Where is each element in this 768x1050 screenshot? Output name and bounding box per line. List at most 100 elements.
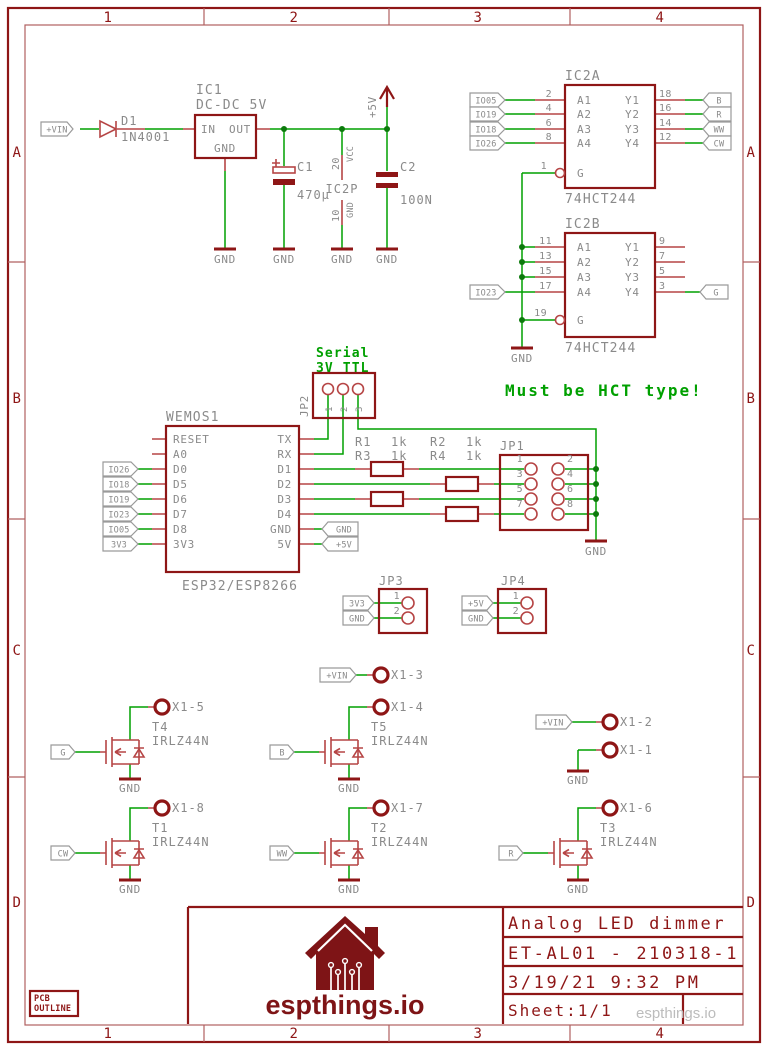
x1-4-label: X1-4 — [391, 700, 424, 714]
logo-trace-dot — [341, 957, 349, 965]
ic2a-pin-number: 2 — [546, 89, 552, 100]
ic1-value: DC-DC 5V — [196, 98, 267, 113]
jp1-body — [498, 453, 590, 532]
jp2-pin-number: 3 — [355, 406, 365, 412]
ic2b-pin-number: 7 — [659, 251, 665, 262]
jp1-pin-number: 6 — [567, 484, 573, 495]
io18-net-flag — [102, 476, 139, 492]
jp3-flag-label: 3V3 — [349, 600, 365, 610]
vin-net-flag — [535, 714, 573, 730]
gnd-label: GND — [585, 545, 607, 558]
gnd-net-flag — [461, 610, 494, 626]
title-block-docnumber: ET-AL01 - 210318-1 — [508, 944, 739, 964]
r2-value: 1k — [466, 435, 482, 449]
jp1-pin-number: 2 — [567, 454, 573, 465]
r3-value: 1k — [391, 449, 407, 463]
esp-flag-label: 3V3 — [111, 541, 127, 551]
ic2a-pin-name: A1 — [577, 94, 592, 107]
mosfet-t3: R X1-6 T3 IRLZ44N GND — [498, 799, 657, 896]
mosfet-t5: B X1-4 T5 IRLZ44N GND — [269, 698, 428, 795]
vin-flag-label: +VIN — [326, 672, 347, 682]
jp4-flag-label: +5V — [468, 600, 484, 610]
c2-value: 100N — [400, 193, 433, 207]
io19-net-flag — [469, 106, 506, 122]
serial-note-line1: Serial — [316, 346, 370, 361]
r3-body — [369, 490, 405, 508]
esp-pin-name: D6 — [173, 493, 188, 506]
plus5v-supply-label: +5V — [366, 96, 379, 118]
jp3-body — [377, 587, 429, 635]
ic2b-pin-number: 3 — [659, 281, 665, 292]
ic2p-vcc-pin-number: 20 — [331, 157, 342, 170]
x1-power-pads: +VIN X1-3 +VIN X1-2 X1-1 GND — [319, 666, 652, 787]
logo-circuit-traces — [330, 964, 360, 990]
ic2b-pin-name: A4 — [577, 286, 592, 299]
frame-row-label: B — [13, 391, 22, 407]
x1-1-pad — [601, 741, 619, 759]
gnd-net-flag — [321, 521, 359, 537]
io05-net-flag — [102, 521, 139, 537]
jp3-pin-number: 2 — [394, 606, 400, 617]
cw-flag-label: CW — [714, 140, 725, 150]
frame-row-label: A — [747, 145, 756, 161]
jp3-flag-label: GND — [349, 615, 365, 625]
frame-col-label: 1 — [104, 10, 113, 26]
ic2b-pin-number: 15 — [539, 266, 552, 277]
gnd-label: GND — [567, 774, 589, 787]
g-flag-label: G — [713, 289, 718, 299]
jp3-pad-1 — [401, 596, 415, 610]
title-block-lines — [186, 905, 743, 1024]
io19-net-flag — [102, 491, 139, 507]
cw-net-flag — [702, 135, 732, 151]
jp4-ref: JP4 — [501, 574, 526, 588]
logo-trace-dot — [348, 968, 356, 976]
c1-value: 470µ — [297, 188, 330, 202]
plus5v-supply-arrow — [379, 84, 395, 107]
red-pin-stubs — [100, 99, 685, 854]
cap-c1-symbol — [272, 159, 296, 185]
jp2-pin-number: 1 — [325, 406, 335, 412]
pcb-outline-note: PCB OUTLINE — [28, 989, 80, 1018]
jp2-pad-1 — [321, 382, 335, 396]
jp3-pin-number: 1 — [394, 591, 400, 602]
frame-col-label: 4 — [656, 1026, 665, 1042]
pcb-outline-line1: PCB — [34, 994, 50, 1004]
junction-dots — [281, 126, 599, 517]
frame-row-label: D — [747, 895, 756, 911]
frame-col-label: 2 — [290, 1026, 299, 1042]
esp-flag-label: IO18 — [108, 481, 129, 491]
green-net-wires — [75, 99, 703, 880]
ic2a-pin-name: A2 — [577, 108, 592, 121]
ic2a-pin-number: 14 — [659, 118, 672, 129]
t4-ref: T4 — [152, 720, 168, 734]
io05-flag-label: IO05 — [475, 97, 496, 107]
esp-flag-label: IO19 — [108, 496, 129, 506]
jp1-pad-3 — [524, 477, 538, 491]
esp-pin-name: D4 — [277, 508, 292, 521]
hct-note: Must be HCT type! — [505, 381, 703, 400]
ic2b-body — [563, 231, 657, 339]
t4-gate-flag-label: G — [60, 749, 65, 759]
b-net-flag — [702, 92, 732, 108]
r1-body — [369, 460, 405, 478]
t2-gate-flag-label: WW — [277, 850, 288, 860]
ww-net-flag — [702, 121, 732, 137]
frame-col-label: 3 — [474, 10, 483, 26]
ic2a-enable-bubble — [554, 167, 566, 179]
ic2b-pin-name: Y4 — [625, 286, 640, 299]
frame-col-label: 2 — [290, 10, 299, 26]
ic2a-body — [563, 83, 657, 190]
x1-5-label: X1-5 — [172, 700, 205, 714]
esp-module: WEMOS1 ESP32/ESP8266 RESET A0 D0 D5 D6 D… — [102, 410, 359, 594]
ic2b-enable-pin-name: G — [577, 314, 584, 327]
ww-flag-label: WW — [714, 126, 725, 136]
jp1-pad-8 — [551, 507, 565, 521]
ic1-pin-out: OUT — [229, 123, 251, 136]
gnd-label: GND — [331, 253, 353, 266]
x1-3-label: X1-3 — [391, 668, 424, 682]
t5-ref: T5 — [371, 720, 387, 734]
ic1-pin-gnd: GND — [214, 142, 236, 155]
ic2b-pin-number: 9 — [659, 236, 665, 247]
jp2-body — [311, 371, 377, 420]
